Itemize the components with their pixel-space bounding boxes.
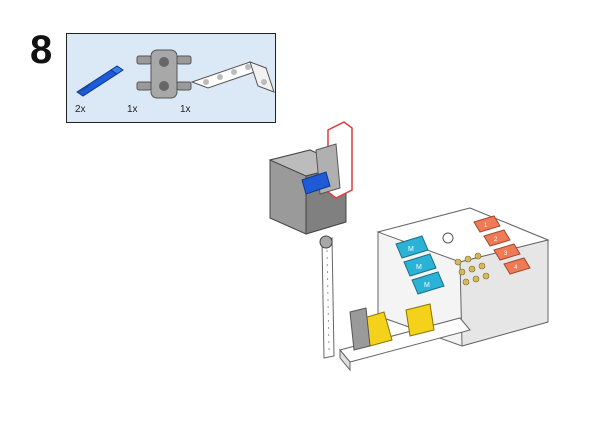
hub-output-label: 3: [504, 251, 508, 257]
hub-output-label: 4: [514, 265, 518, 271]
vertical-beam: [321, 237, 335, 359]
yellow-connector-right: [405, 303, 435, 337]
hub-output-1: 1: [473, 215, 501, 233]
hub-button: [442, 232, 454, 244]
hub-output-label: 1: [484, 223, 488, 229]
gray-cross-connector-icon: [136, 49, 192, 99]
hub-output-label: 2: [494, 237, 498, 243]
hub-ports: M M M: [395, 235, 445, 295]
white-l-beam-icon: [190, 61, 275, 93]
base-frame: [339, 303, 471, 372]
hub-port-label: M: [408, 246, 414, 253]
parts-illustrations: [76, 49, 275, 99]
hub-port-label: M: [416, 264, 422, 271]
blue-pin-icon: [76, 65, 124, 97]
new-parts-highlight: [301, 121, 353, 199]
step-number: 8: [30, 28, 53, 72]
parts-list-panel: 2x 1x 1x: [66, 33, 276, 123]
hub-output-3: 3: [493, 243, 521, 261]
hub-port-1: M: [395, 235, 429, 259]
hub-port-2: M: [403, 253, 437, 277]
part-qty-blue-pin: 2x: [75, 104, 86, 115]
hub-port-3: M: [411, 271, 445, 295]
part-qty-l-beam: 1x: [180, 104, 191, 115]
hub-outputs: 1 2 3 4: [473, 215, 531, 275]
hub-pin-grid: [454, 252, 490, 286]
hub-port-label: M: [424, 282, 430, 289]
part-qty-cross-connector: 1x: [127, 104, 138, 115]
hub-output-2: 2: [483, 229, 511, 247]
hub-output-4: 4: [503, 257, 531, 275]
